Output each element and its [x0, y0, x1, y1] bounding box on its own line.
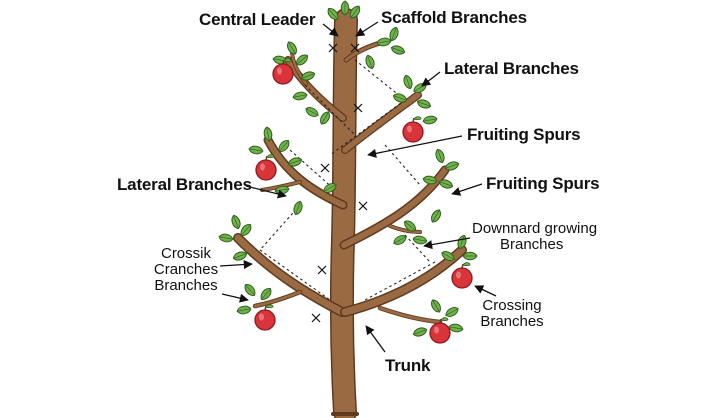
label-lateral-branches-top: Lateral Branches: [444, 59, 579, 78]
arrow-crossing-right: [474, 285, 497, 297]
arrow-lateral-branches-top: [421, 71, 441, 87]
arrow-scaffold-branches: [355, 21, 379, 37]
leaf-icon: [317, 109, 333, 127]
leaf-icon: [428, 207, 444, 225]
apple-icon: [255, 153, 277, 181]
label-trunk: Trunk: [385, 356, 431, 375]
leaf-icon: [401, 73, 415, 91]
leaf-icon: [363, 53, 377, 71]
x-mark-icon: [350, 43, 360, 53]
cut-marks: [311, 43, 368, 323]
leaf-icon: [415, 97, 433, 111]
leaf-icon: [242, 281, 258, 299]
pruning-guide-lines: [259, 59, 436, 301]
leaf-icon: [291, 199, 305, 217]
label-lateral-branches-left: Lateral Branches: [117, 175, 252, 194]
leaf-icon: [411, 325, 429, 339]
leaf-icon: [411, 234, 429, 246]
label-downward-growing-line2: Branches: [500, 235, 564, 253]
apples: [254, 57, 473, 344]
leaf-icon: [433, 147, 447, 165]
x-mark-icon: [311, 313, 321, 323]
apple-icon: [254, 303, 276, 331]
label-crossing-right-line2: Branches: [480, 312, 544, 330]
x-mark-icon: [320, 163, 330, 173]
leaf-icon: [235, 304, 253, 316]
label-fruiting-spurs-top: Fruiting Spurs: [467, 125, 581, 144]
x-mark-icon: [328, 43, 338, 53]
apple-icon: [402, 115, 424, 143]
leaf-icon: [303, 104, 321, 120]
leaf-icon: [447, 322, 465, 334]
leaf-icon: [229, 213, 243, 231]
arrow-fruiting-spurs-top: [367, 135, 463, 158]
x-mark-icon: [358, 201, 368, 211]
leaf-icon: [247, 144, 265, 156]
leaf-icon: [389, 43, 407, 57]
label-crossing-branches-right: Crossing Branches: [478, 298, 546, 330]
leaf-icon: [462, 251, 478, 261]
label-downward-growing-line1: Downnard growing: [472, 220, 598, 237]
arrow-crossing-left-2: [221, 293, 249, 303]
arrow-lateral-branches-left: [245, 185, 287, 199]
branch-lower-right: [340, 245, 467, 317]
label-fruiting-spurs-right: Fruiting Spurs: [486, 174, 600, 193]
leaf-icon: [421, 114, 439, 126]
label-crossing-right-line1: Crossing: [482, 297, 542, 314]
arrow-trunk: [365, 325, 386, 353]
arrow-downward-growing: [423, 237, 471, 250]
leaf-icon: [340, 0, 350, 16]
leaf-icon: [428, 297, 444, 315]
leaf-icon: [284, 39, 300, 57]
apple-icon: [451, 261, 473, 289]
label-crossing-left-line3: Branches: [154, 276, 218, 294]
leaf-icon: [443, 304, 461, 320]
x-mark-icon: [317, 265, 327, 275]
label-arrows: [219, 21, 497, 353]
label-scaffold-branches: Scaffold Branches: [381, 8, 527, 27]
label-downward-growing-branches: Downnard growing Branches: [472, 221, 622, 253]
arrow-fruiting-spurs-right: [451, 183, 483, 196]
label-crossing-branches-left: Crossik Cranches Branches: [150, 246, 222, 293]
leaf-icon: [291, 90, 309, 102]
label-crossing-left-line2: Cranches: [153, 260, 219, 278]
arrow-crossing-left-1: [219, 259, 253, 270]
label-crossing-left-line1: Crossik: [160, 245, 211, 262]
label-central-leader: Central Leader: [199, 10, 316, 29]
tree-branches: [233, 8, 467, 418]
leaf-icon: [258, 285, 274, 303]
x-mark-icon: [353, 103, 363, 113]
arrow-central-leader: [322, 23, 339, 37]
leaf-icon: [217, 232, 235, 244]
